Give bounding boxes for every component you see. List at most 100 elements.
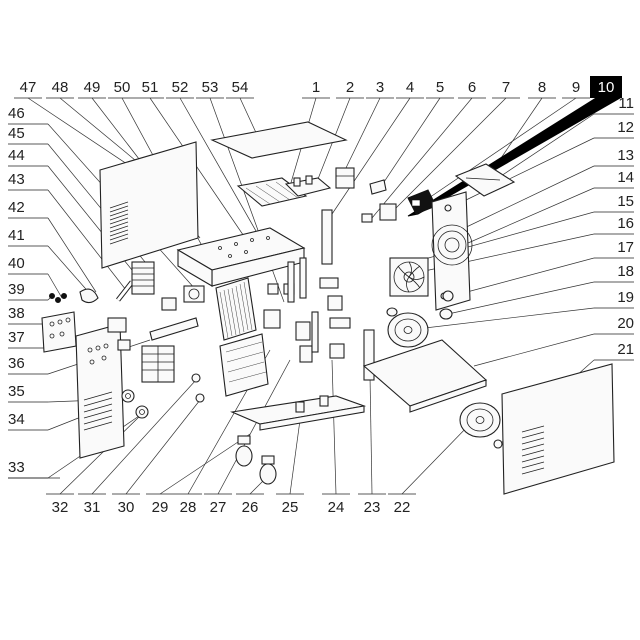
callout-37: 37 xyxy=(8,329,25,346)
right-side-cover xyxy=(493,363,615,495)
left-side-cover xyxy=(99,141,199,269)
callout-40: 40 xyxy=(8,255,25,272)
callout-34: 34 xyxy=(8,411,25,428)
callout-43: 43 xyxy=(8,171,25,188)
main-transformer xyxy=(141,345,175,383)
callout-46: 46 xyxy=(8,105,25,122)
callout-leader-10 xyxy=(407,97,622,217)
callout-27: 27 xyxy=(210,499,227,516)
callout-38: 38 xyxy=(8,305,25,322)
heatsink-lower xyxy=(219,333,269,397)
callout-19: 19 xyxy=(617,289,634,306)
callout-32: 32 xyxy=(52,499,69,516)
rear-panel xyxy=(431,191,473,311)
callout-leader-19 xyxy=(407,307,595,331)
callout-48: 48 xyxy=(52,79,69,96)
shaft xyxy=(116,280,134,302)
callout-leader-17 xyxy=(451,257,595,297)
callout-4: 4 xyxy=(406,79,414,96)
callout-leader-27 xyxy=(217,359,291,495)
main-chassis xyxy=(176,227,306,287)
callout-leader-5 xyxy=(379,97,441,189)
callout-24: 24 xyxy=(328,499,345,516)
callout-leader-30 xyxy=(125,399,201,495)
callout-42: 42 xyxy=(8,199,25,216)
callout-15: 15 xyxy=(617,193,634,210)
current-sensor xyxy=(161,285,205,311)
callout-12: 12 xyxy=(617,119,634,136)
handle xyxy=(454,163,516,197)
callout-highlight-box xyxy=(590,76,622,98)
callout-16: 16 xyxy=(617,215,634,232)
callout-18: 18 xyxy=(617,263,634,280)
callout-leader-47 xyxy=(27,97,137,171)
callout-51: 51 xyxy=(142,79,159,96)
callout-39: 39 xyxy=(8,281,25,298)
callout-6: 6 xyxy=(468,79,476,96)
callout-leader-22 xyxy=(401,423,471,495)
callout-leader-4 xyxy=(327,97,411,221)
callout-leader-20 xyxy=(473,333,595,367)
callout-leader-14 xyxy=(451,187,595,251)
callout-leader-24 xyxy=(331,359,337,495)
front-panel xyxy=(75,323,125,459)
callout-54: 54 xyxy=(232,79,249,96)
small-transformer xyxy=(335,167,355,189)
callout-17: 17 xyxy=(617,239,634,256)
coil xyxy=(131,261,155,295)
callout-23: 23 xyxy=(364,499,381,516)
callout-8: 8 xyxy=(538,79,546,96)
callout-1: 1 xyxy=(312,79,320,96)
callout-45: 45 xyxy=(8,125,25,142)
callout-25: 25 xyxy=(282,499,299,516)
callout-14: 14 xyxy=(617,169,634,186)
callout-53: 53 xyxy=(202,79,219,96)
callout-leader-23 xyxy=(369,375,373,495)
callout-50: 50 xyxy=(114,79,131,96)
callout-10: 10 xyxy=(598,79,615,96)
callout-leader-51 xyxy=(149,97,253,249)
large-wheel-lower xyxy=(459,402,501,438)
callout-29: 29 xyxy=(152,499,169,516)
callout-33: 33 xyxy=(8,459,25,476)
callout-leader-18 xyxy=(447,281,595,315)
rear-knobs xyxy=(386,290,454,320)
callout-leader-7 xyxy=(393,97,507,211)
callout-leader-13 xyxy=(455,165,595,233)
callout-31: 31 xyxy=(84,499,101,516)
callout-leader-6 xyxy=(371,97,473,219)
callout-leader-25 xyxy=(289,419,301,495)
callout-7: 7 xyxy=(502,79,510,96)
callout-3: 3 xyxy=(376,79,384,96)
callout-35: 35 xyxy=(8,383,25,400)
callout-13: 13 xyxy=(617,147,634,164)
caster-wheels xyxy=(235,435,277,485)
callout-41: 41 xyxy=(8,227,25,244)
callout-leader-43 xyxy=(47,189,127,291)
control-board xyxy=(284,175,332,197)
callout-44: 44 xyxy=(8,147,25,164)
callout-leader-31 xyxy=(91,379,197,495)
output-connectors xyxy=(121,373,205,419)
brackets xyxy=(361,179,397,223)
callout-11: 11 xyxy=(618,95,634,112)
bottom-plate xyxy=(362,339,488,413)
callout-9: 9 xyxy=(572,79,580,96)
callout-5: 5 xyxy=(436,79,444,96)
callout-leader-32 xyxy=(59,413,143,495)
callout-30: 30 xyxy=(118,499,135,516)
vertical-bus-bars xyxy=(287,257,375,381)
callout-leader-11 xyxy=(497,113,595,179)
callout-leader-42 xyxy=(47,217,97,293)
callout-47: 47 xyxy=(20,79,37,96)
callout-leader-3 xyxy=(343,97,381,173)
callout-22: 22 xyxy=(394,499,411,516)
top-cover-panel xyxy=(210,121,348,159)
mounting-strip xyxy=(321,209,333,265)
callout-21: 21 xyxy=(617,341,634,358)
callout-leader-9 xyxy=(419,97,577,205)
cooling-fan xyxy=(389,257,429,297)
small-knobs xyxy=(49,288,99,304)
